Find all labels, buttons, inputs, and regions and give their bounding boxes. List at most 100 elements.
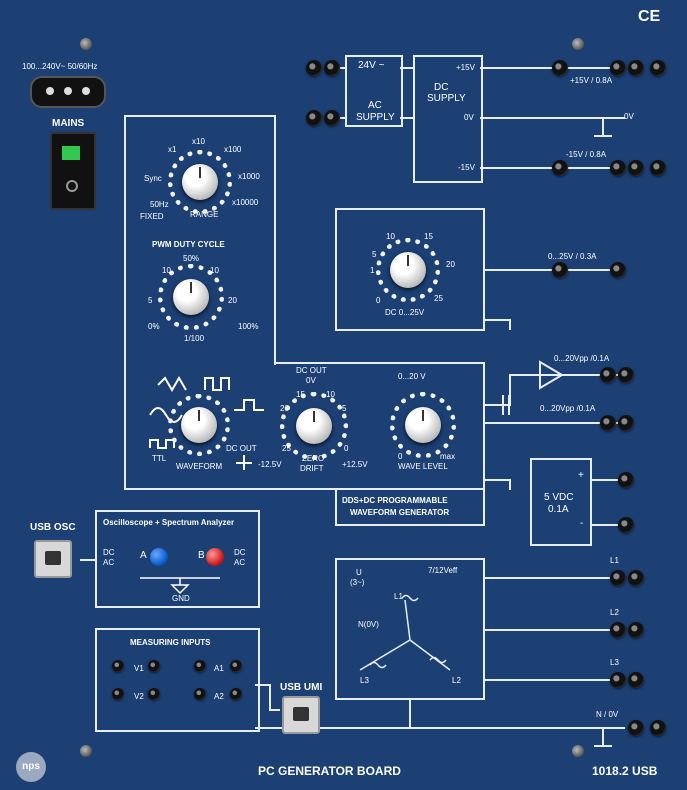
measuring-v1: V1 [134, 664, 144, 673]
ac-supply-jack-1[interactable] [306, 60, 322, 76]
ac-supply-jack-4[interactable] [324, 110, 340, 126]
out-l3-label: L3 [610, 658, 619, 667]
vdc5-plus-jack[interactable] [618, 472, 634, 488]
wave-level-max: max [440, 452, 456, 461]
out-n-label: N / 0V [596, 710, 619, 719]
drift-20: 20 [280, 404, 289, 413]
pwm-50: 50% [183, 254, 200, 263]
screw-top-left [80, 38, 92, 50]
range-knob[interactable] [182, 164, 218, 200]
a2-input-jack-2[interactable] [230, 688, 242, 700]
usb-umi-port[interactable] [282, 696, 320, 734]
zero-drift-label-2: DRIFT [300, 464, 324, 473]
l1-jack-2[interactable] [628, 570, 644, 586]
dc-source-knob[interactable] [390, 252, 426, 288]
usb-osc-port[interactable] [34, 540, 72, 578]
vdc5-box [530, 458, 592, 546]
out-l1-label: L1 [610, 556, 619, 565]
dc-supply-label-1: DC [434, 82, 449, 93]
l3-jack-1[interactable] [610, 672, 626, 688]
amp-output-jack-1[interactable] [600, 367, 616, 383]
star-l3: L3 [360, 676, 369, 685]
drift-10: 10 [326, 390, 335, 399]
dc-supply-minus15: -15V [458, 163, 475, 172]
pwm-knob[interactable] [173, 279, 209, 315]
waveform-knob[interactable] [181, 407, 217, 443]
dc-source-jack-1[interactable] [552, 262, 568, 278]
minus15v-jack-3[interactable] [628, 160, 644, 176]
plus15v-jack-3[interactable] [628, 60, 644, 76]
pwm-20: 20 [228, 296, 237, 305]
zero-drift-knob-scale [280, 392, 348, 460]
minus15v-jack-1[interactable] [552, 160, 568, 176]
measuring-title: MEASURING INPUTS [130, 638, 211, 647]
vdc5-minus-jack[interactable] [618, 517, 634, 533]
ac-supply-jack-2[interactable] [324, 60, 340, 76]
amp-output-label: 0...20Vpp /0.1A [554, 354, 610, 363]
wave-level-knob[interactable] [405, 407, 441, 443]
dc-source-jack-2[interactable] [610, 262, 626, 278]
pwm-1-100: 1/100 [184, 334, 205, 343]
dc-supply-box [413, 55, 483, 183]
dc-out-title: DC OUT [296, 366, 327, 375]
l2-jack-1[interactable] [610, 622, 626, 638]
generator-box-upper [124, 115, 276, 365]
dc-source-box [335, 208, 485, 331]
range-fixed: FIXED [140, 212, 164, 221]
ce-mark: CE [638, 8, 661, 25]
direct-output-jack-1[interactable] [600, 415, 616, 431]
wave-level-min: 0 [398, 452, 403, 461]
a2-input-jack-1[interactable] [194, 688, 206, 700]
dc-supply-zero: 0V [464, 113, 474, 122]
n-jack-2[interactable] [650, 720, 666, 736]
osc-channel-b-input[interactable] [206, 548, 224, 566]
drift-5: 5 [342, 404, 347, 413]
pwm-0pct: 0% [148, 322, 160, 331]
osc-gnd: GND [172, 594, 190, 603]
ac-supply-jack-3[interactable] [306, 110, 322, 126]
range-x10000: x10000 [232, 198, 259, 207]
dc-out-zero: 0V [306, 376, 316, 385]
n-jack-1[interactable] [628, 720, 644, 736]
l2-jack-2[interactable] [628, 622, 644, 638]
mains-switch[interactable] [50, 132, 96, 210]
range-knob-scale [168, 150, 232, 214]
pwm-knob-scale [158, 264, 224, 330]
amp-output-jack-2[interactable] [618, 367, 634, 383]
minus15v-jack-4[interactable] [650, 160, 666, 176]
osc-b-ac: AC [234, 558, 246, 567]
ttl-label: TTL [152, 454, 167, 463]
osc-channel-a-input[interactable] [150, 548, 168, 566]
minus15v-jack-2[interactable] [610, 160, 626, 176]
vdc5-minus: - [580, 518, 584, 529]
dc-supply-label-2: SUPPLY [427, 93, 466, 104]
v2-input-jack-2[interactable] [148, 688, 160, 700]
dc-scale-1: 1 [370, 266, 375, 275]
v2-input-jack-1[interactable] [112, 688, 124, 700]
osc-b-dc: DC [234, 548, 246, 557]
dc-out-minus-label: -15V / 0.8A [566, 150, 607, 159]
mains-inlet[interactable] [30, 76, 106, 108]
plus15v-jack-2[interactable] [610, 60, 626, 76]
model-number: 1018.2 USB [592, 764, 658, 778]
dc-scale-0: 0 [376, 296, 381, 305]
v1-input-jack-1[interactable] [112, 660, 124, 672]
ac-supply-voltage: 24V ~ [358, 60, 385, 71]
dc-source-output-label: 0...25V / 0.3A [548, 252, 597, 261]
plus15v-jack-1[interactable] [552, 60, 568, 76]
plus15v-jack-4[interactable] [650, 60, 666, 76]
generator-box-lower [124, 362, 485, 490]
pwm-100pct: 100% [238, 322, 259, 331]
zero-drift-knob[interactable] [296, 408, 332, 444]
pwm-5: 5 [148, 296, 153, 305]
vdc5-line2: 0.1A [548, 504, 569, 515]
v1-input-jack-2[interactable] [148, 660, 160, 672]
a1-input-jack-1[interactable] [194, 660, 206, 672]
a1-input-jack-2[interactable] [230, 660, 242, 672]
measuring-inputs-box [95, 628, 260, 732]
wave-level-knob-scale [390, 392, 456, 458]
waveform-knob-scale [168, 394, 230, 456]
l1-jack-1[interactable] [610, 570, 626, 586]
l3-jack-2[interactable] [628, 672, 644, 688]
direct-output-jack-2[interactable] [618, 415, 634, 431]
